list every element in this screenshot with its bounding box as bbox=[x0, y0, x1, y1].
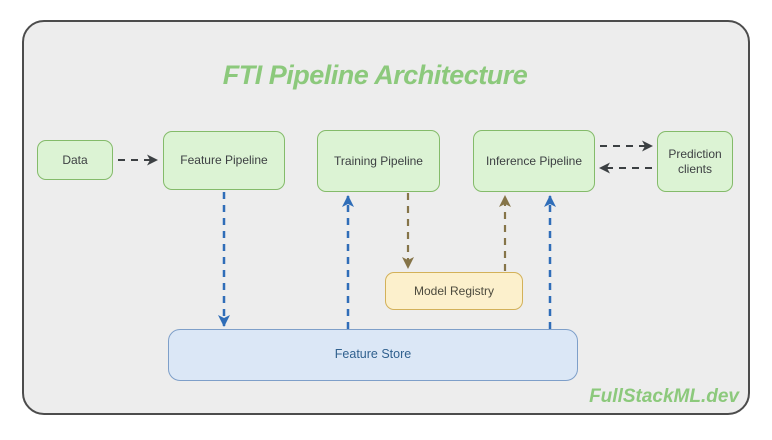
node-training-pipeline-label: Training Pipeline bbox=[334, 153, 423, 168]
node-feature-pipeline-label: Feature Pipeline bbox=[180, 153, 268, 167]
node-model-registry: Model Registry bbox=[385, 272, 523, 310]
node-data: Data bbox=[37, 140, 113, 180]
node-feature-pipeline: Feature Pipeline bbox=[163, 131, 285, 190]
node-training-pipeline: Training Pipeline bbox=[317, 130, 440, 192]
node-prediction-clients: Prediction clients bbox=[657, 131, 733, 192]
node-feature-store: Feature Store bbox=[168, 329, 578, 381]
node-prediction-clients-label: Prediction clients bbox=[668, 146, 722, 176]
node-feature-store-label: Feature Store bbox=[334, 347, 412, 362]
watermark-fullstackml: FullStackML.dev bbox=[589, 386, 739, 407]
node-model-registry-label: Model Registry bbox=[413, 283, 495, 298]
diagram-title: FTI Pipeline Architecture bbox=[222, 60, 528, 90]
node-inference-pipeline-label: Inference Pipeline bbox=[485, 153, 583, 168]
node-inference-pipeline: Inference Pipeline bbox=[473, 130, 595, 192]
node-data-label: Data bbox=[62, 152, 88, 167]
